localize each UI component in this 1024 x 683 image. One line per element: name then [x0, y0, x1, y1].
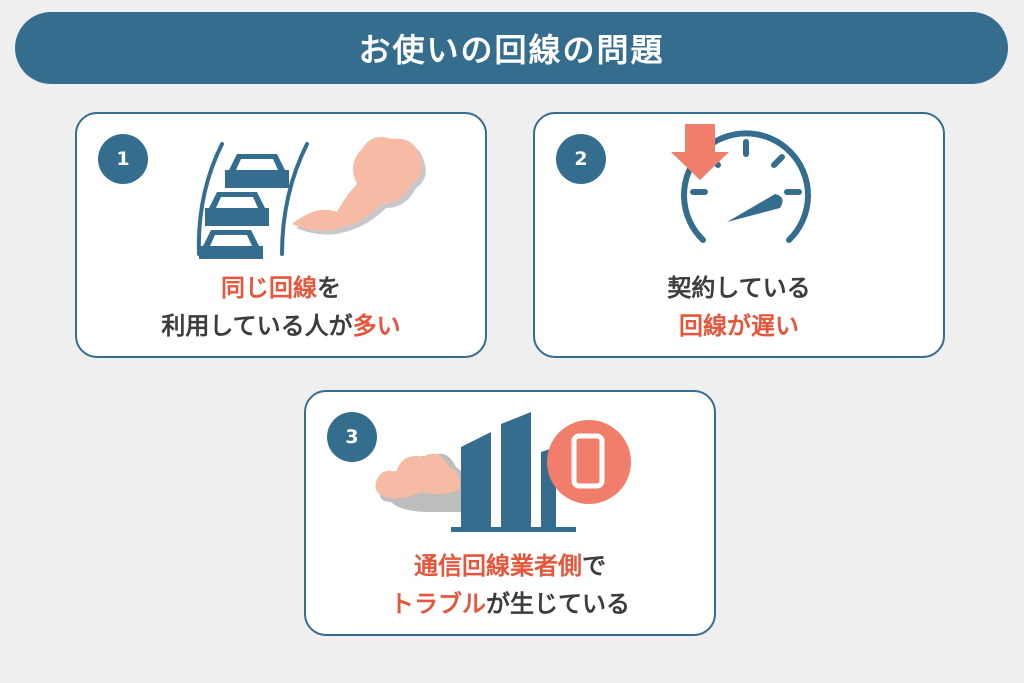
- card-caption: 通信回線業者側で トラブルが生じている: [306, 547, 714, 623]
- card-caption: 同じ回線を 利用している人が多い: [77, 269, 485, 345]
- number-badge: 2: [556, 134, 606, 184]
- caption-text: を: [317, 274, 341, 302]
- caption-text: が生じている: [486, 590, 630, 618]
- card-caption: 契約している 回線が遅い: [535, 269, 943, 345]
- caption-highlight: 多い: [352, 312, 401, 340]
- caption-text: で: [582, 552, 606, 580]
- caption-highlight: 通信回線業者側: [414, 552, 582, 580]
- speedometer-down-icon: [671, 124, 811, 243]
- caption-highlight: 同じ回線: [221, 274, 317, 302]
- caption-text: 契約している: [667, 274, 811, 302]
- problem-card-1: 1 同じ回線を 利用している人が多い: [75, 112, 487, 358]
- caption-text: 利用している人が: [161, 312, 353, 340]
- caption-highlight: 回線が遅い: [679, 312, 799, 340]
- problem-card-3: 3 通信回線業者側で トラブルが生じている: [304, 390, 716, 636]
- building-smartphone-icon: [375, 412, 631, 532]
- problem-card-2: 2 契約している 回線が遅い: [533, 112, 945, 358]
- number-badge: 3: [327, 412, 377, 462]
- traffic-jam-icon: [196, 136, 426, 259]
- page-title: お使いの回線の問題: [15, 12, 1008, 84]
- number-badge: 1: [98, 134, 148, 184]
- caption-highlight: トラブル: [390, 590, 486, 618]
